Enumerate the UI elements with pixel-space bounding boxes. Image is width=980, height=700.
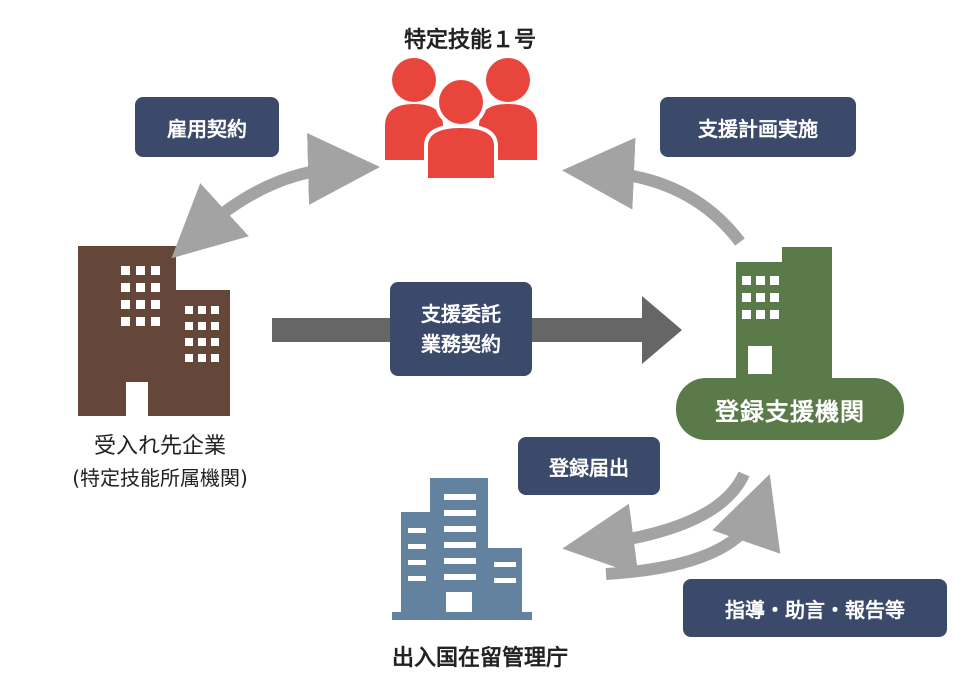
guidance-report-label: 指導・助言・報告等 xyxy=(683,579,947,637)
people-icon xyxy=(385,58,537,182)
guidance-arrow xyxy=(605,473,781,580)
support-outsourcing-label-line1: 支援委託 xyxy=(421,302,501,326)
employment-arrow xyxy=(171,132,380,259)
registration-notice-label: 登録届出 xyxy=(518,437,660,495)
immigration-building-icon xyxy=(392,478,532,620)
support-outsourcing-label-line2: 業務契約 xyxy=(421,332,501,356)
employer-sublabel: (特定技能所属機関) xyxy=(72,466,248,490)
employer-building-icon xyxy=(78,246,230,416)
immigration-label: 出入国在留管理庁 xyxy=(391,646,568,671)
support-org-badge: 登録支援機関 xyxy=(676,378,904,440)
support-outsourcing-label: 支援委託 業務契約 xyxy=(390,282,532,376)
support-plan-label: 支援計画実施 xyxy=(660,97,856,157)
employer-label: 受入れ先企業 xyxy=(93,434,226,459)
worker-label: 特定技能１号 xyxy=(403,28,536,53)
support-plan-arrow xyxy=(562,137,745,246)
employment-contract-label: 雇用契約 xyxy=(135,97,279,157)
support-org-building-icon xyxy=(736,247,832,387)
